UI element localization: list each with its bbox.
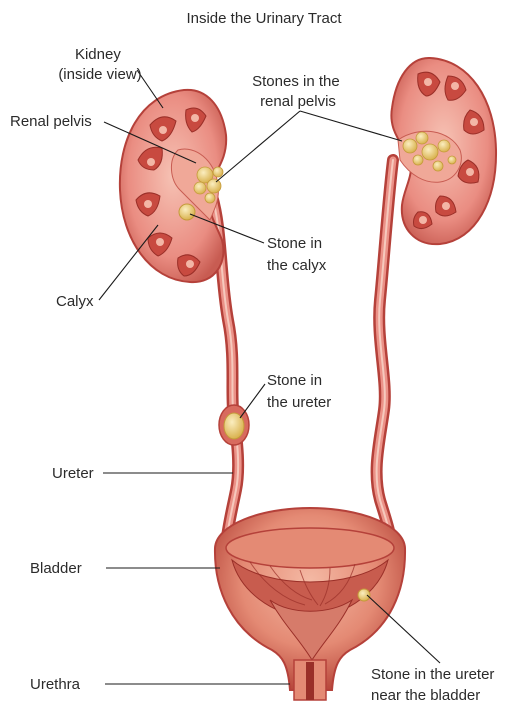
- label-stones-renal-pelvis: Stones in the renal pelvis: [252, 73, 344, 110]
- label-bladder: Bladder: [30, 560, 82, 577]
- label-stone-calyx: Stone in the calyx: [267, 235, 327, 274]
- label-kidney: Kidney (inside view): [58, 46, 141, 83]
- leader-stones-left: [216, 111, 300, 182]
- right-ureter: [377, 160, 393, 555]
- label-stone-ureter: Stone in the ureter: [267, 372, 331, 411]
- diagram-title: Inside the Urinary Tract: [186, 10, 342, 27]
- label-stone-near-bladder: Stone in the ureter near the bladder: [371, 666, 499, 704]
- label-calyx: Calyx: [56, 293, 94, 310]
- stone-in-calyx: [179, 204, 195, 220]
- label-urethra: Urethra: [30, 676, 81, 693]
- label-renal-pelvis: Renal pelvis: [10, 113, 92, 130]
- leader-stone-ureter: [240, 384, 265, 418]
- stone-near-bladder: [358, 589, 370, 601]
- label-ureter: Ureter: [52, 465, 94, 482]
- leader-stones-right: [300, 111, 402, 141]
